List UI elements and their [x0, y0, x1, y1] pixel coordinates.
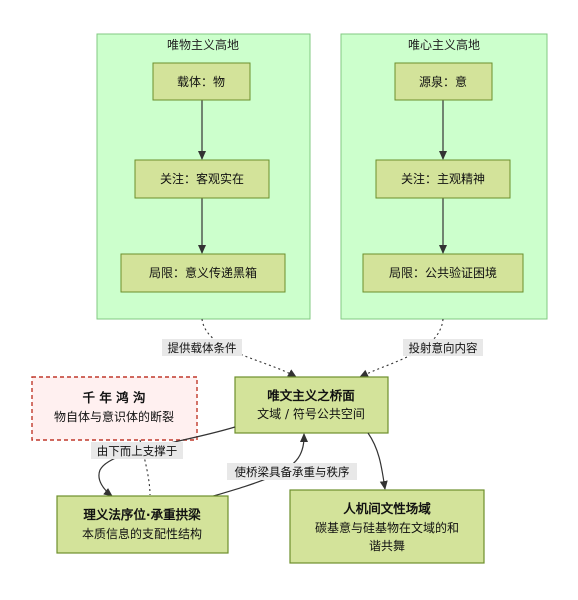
edge-label-project-meaning: 投射意向内容 — [403, 339, 483, 356]
node-focus-objective: 关注：客观实在 — [134, 159, 270, 199]
node-focus-subjective: 关注：主观精神 — [375, 159, 511, 199]
node-carrier-label: 载体：物 — [177, 75, 225, 89]
node-chasm-subtitle: 物自体与意识体的断裂 — [54, 409, 174, 424]
node-source-label: 源泉：意 — [419, 74, 467, 89]
node-field-subtitle-line2: 谐共舞 — [369, 539, 405, 553]
idealism-group-title: 唯心主义高地 — [408, 37, 480, 52]
edge-provide-carrier — [201, 318, 297, 378]
node-limit-blackbox: 局限：意义传递黑箱 — [120, 253, 286, 293]
lower-edges — [98, 426, 388, 501]
edge-project-meaning — [359, 318, 444, 378]
node-principle: 理义法序位·承重拱梁 本质信息的支配性结构 — [56, 495, 229, 554]
edge-principle-to-bridge — [199, 433, 308, 501]
edge-label-bottom-up-support: 由下而上支撑于 — [91, 442, 183, 459]
dotted-edges — [201, 318, 444, 378]
edge-label-provide-carrier: 提供载体条件 — [162, 339, 242, 356]
edge-bridge-to-field — [367, 432, 388, 490]
node-limit-verification-label: 局限：公共验证困境 — [389, 265, 497, 280]
svg-text:提供载体条件: 提供载体条件 — [168, 341, 237, 355]
node-field: 人机间文性场域 碳基意与硅基物在文域的和 谐共舞 — [289, 489, 485, 564]
node-chasm: 千 年 鸿 沟 物自体与意识体的断裂 — [31, 376, 198, 441]
node-limit-verification: 局限：公共验证困境 — [362, 253, 524, 293]
node-limit-blackbox-label: 局限：意义传递黑箱 — [149, 265, 257, 280]
node-carrier: 载体：物 — [152, 62, 251, 101]
node-principle-title: 理义法序位·承重拱梁 — [83, 507, 201, 522]
edge-label-bear-weight-order: 使桥梁具备承重与秩序 — [227, 463, 357, 480]
materialism-group-title: 唯物主义高地 — [167, 37, 239, 52]
node-chasm-title: 千 年 鸿 沟 — [82, 390, 145, 405]
node-focus-subjective-label: 关注：主观精神 — [401, 171, 485, 186]
node-bridge-title: 唯文主义之桥面 — [267, 388, 355, 403]
node-field-title: 人机间文性场域 — [343, 501, 431, 516]
node-field-subtitle-line1: 碳基意与硅基物在文域的和 — [315, 520, 459, 535]
node-source: 源泉：意 — [394, 62, 493, 101]
svg-text:投射意向内容: 投射意向内容 — [409, 341, 478, 355]
node-principle-subtitle: 本质信息的支配性结构 — [82, 526, 202, 541]
group-arrows — [198, 100, 447, 254]
node-bridge-subtitle: 文域 / 符号公共空间 — [257, 406, 365, 421]
node-bridge: 唯文主义之桥面 文域 / 符号公共空间 — [234, 376, 389, 434]
node-focus-objective-label: 关注：客观实在 — [160, 171, 244, 186]
svg-text:由下而上支撑于: 由下而上支撑于 — [97, 444, 178, 458]
svg-text:使桥梁具备承重与秩序: 使桥梁具备承重与秩序 — [235, 465, 350, 479]
edge-bridge-to-principle — [98, 426, 236, 497]
